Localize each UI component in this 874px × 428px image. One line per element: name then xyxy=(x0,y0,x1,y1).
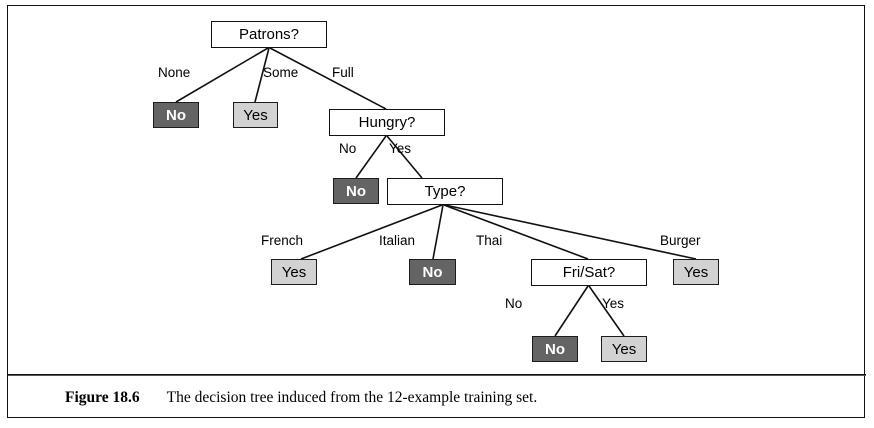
caption-label: Figure 18.6 xyxy=(65,389,140,406)
node-patrons[interactable]: Patrons? xyxy=(211,21,327,48)
node-leaf-no-frisat[interactable]: No xyxy=(532,336,578,362)
edge-label-full: Full xyxy=(332,65,354,80)
figure-frame: Patrons? No Yes Hungry? No Type? Yes No … xyxy=(7,5,866,418)
node-leaf-yes-frisat[interactable]: Yes xyxy=(601,336,647,362)
caption-text: The decision tree induced from the 12-ex… xyxy=(166,389,538,406)
edge-label-none: None xyxy=(158,65,191,80)
edge-label-thai: Thai xyxy=(476,233,503,248)
edge-hungry-no xyxy=(355,135,387,179)
tree-edges xyxy=(175,47,697,337)
caption-divider xyxy=(8,374,866,376)
edge-frisat-no xyxy=(554,285,589,337)
node-leaf-yes-french[interactable]: Yes xyxy=(271,259,317,285)
edge-type-italian xyxy=(432,204,444,260)
edge-hungry-yes xyxy=(386,135,423,179)
edge-label-some: Some xyxy=(263,65,299,80)
edge-frisat-yes xyxy=(588,285,625,337)
node-leaf-no-none[interactable]: No xyxy=(153,102,199,128)
edge-label-burger: Burger xyxy=(660,233,701,248)
edge-label-hungry-no: No xyxy=(339,141,357,156)
decision-tree-diagram: Patrons? No Yes Hungry? No Type? Yes No … xyxy=(8,6,866,374)
edge-type-thai xyxy=(443,204,589,260)
edge-patrons-none xyxy=(175,47,269,103)
node-leaf-yes-some[interactable]: Yes xyxy=(233,102,278,128)
edge-label-frisat-no: No xyxy=(505,296,523,311)
edge-label-frisat-yes: Yes xyxy=(602,296,625,311)
edge-label-french: French xyxy=(261,233,304,248)
node-leaf-no-hungry[interactable]: No xyxy=(333,178,379,204)
node-frisat[interactable]: Fri/Sat? xyxy=(531,259,647,286)
node-hungry[interactable]: Hungry? xyxy=(329,109,445,136)
edge-patrons-some xyxy=(254,47,270,103)
edge-label-hungry-yes: Yes xyxy=(389,141,412,156)
node-leaf-no-italian[interactable]: No xyxy=(409,259,456,285)
edge-label-italian: Italian xyxy=(379,233,416,248)
edge-patrons-full xyxy=(269,47,387,110)
node-type[interactable]: Type? xyxy=(387,178,503,205)
node-leaf-yes-burger[interactable]: Yes xyxy=(673,259,719,285)
figure-caption: Figure 18.6 The decision tree induced fr… xyxy=(8,378,866,418)
edge-type-french xyxy=(300,204,443,260)
edge-type-burger xyxy=(444,204,697,260)
